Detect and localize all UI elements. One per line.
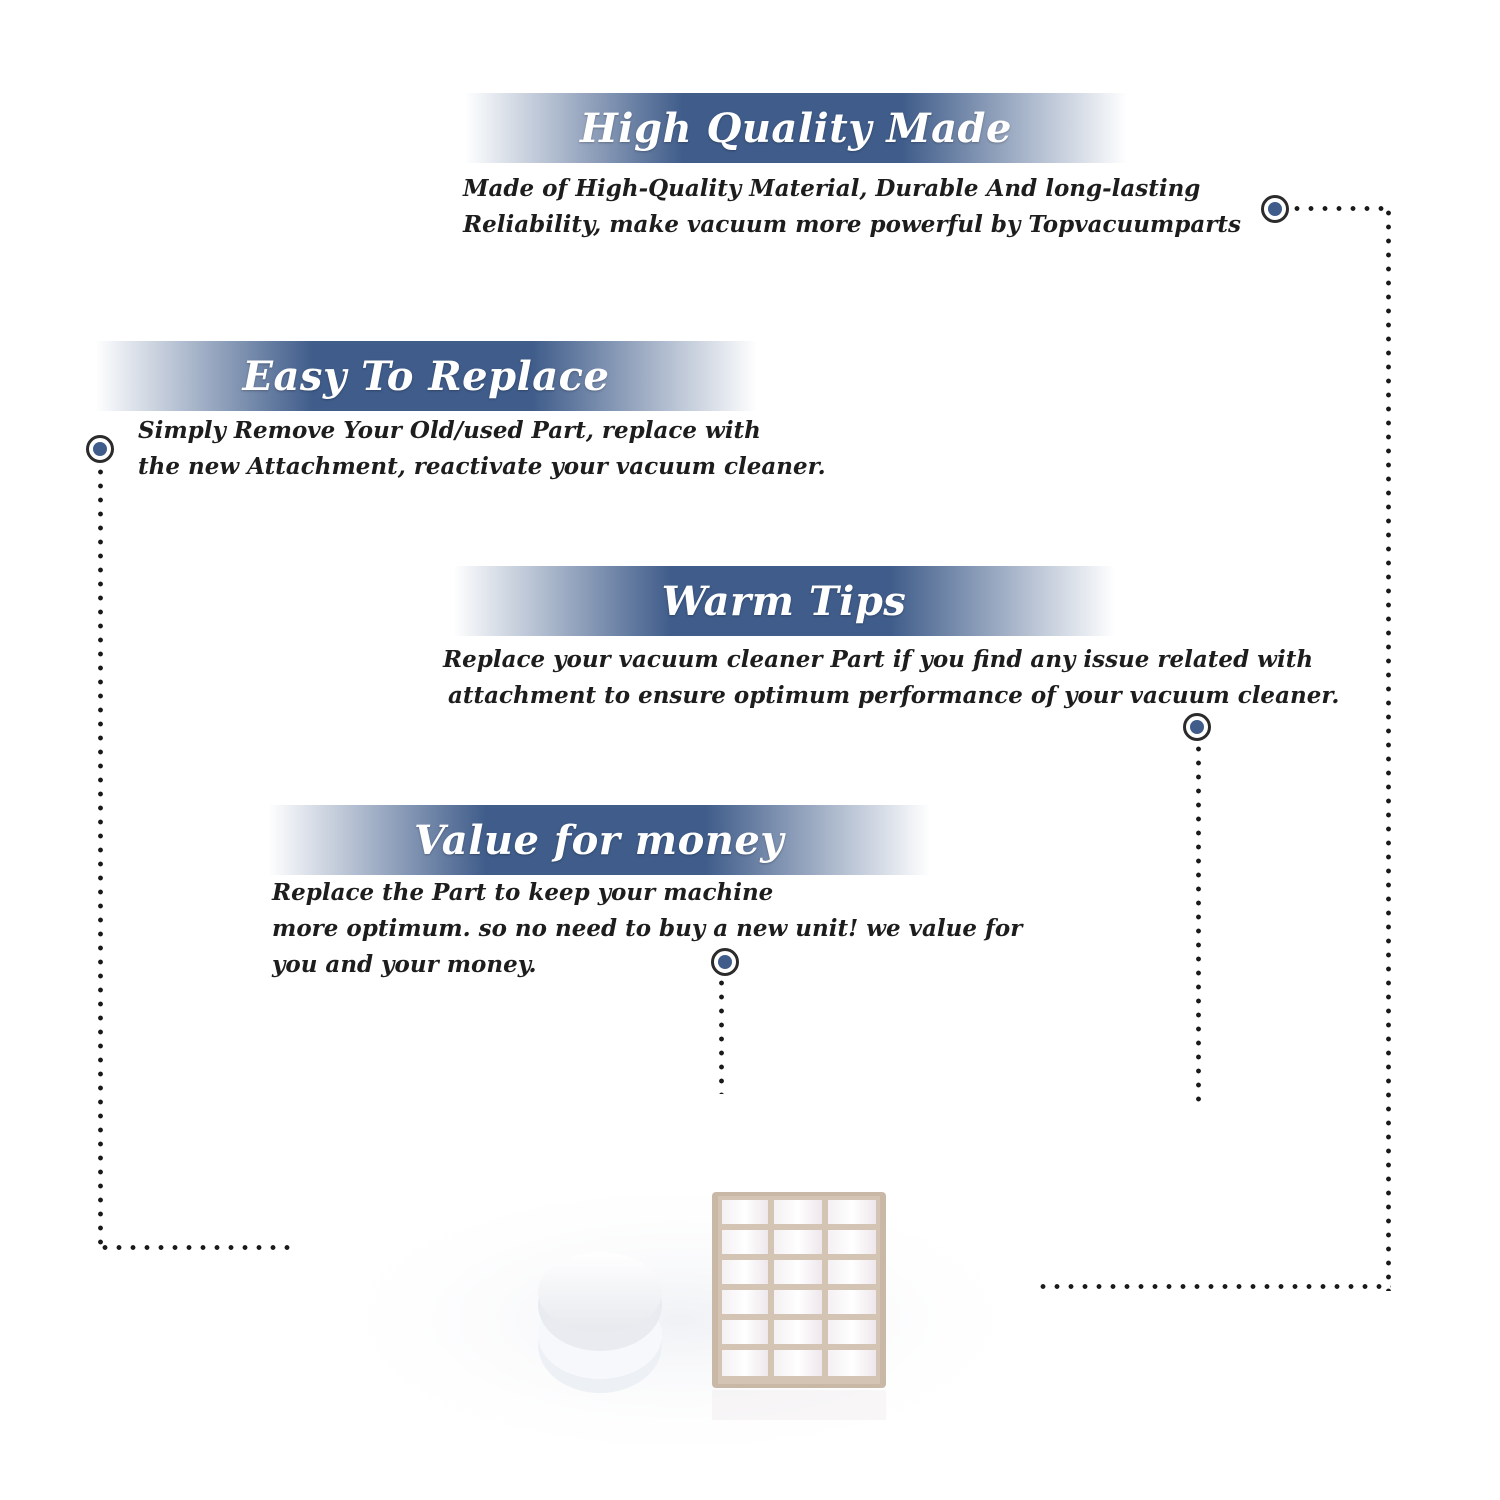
banner-easy-replace: Easy To Replace — [95, 341, 757, 411]
description-line: more optimum. so no need to buy a new un… — [272, 915, 1023, 942]
connector-line — [1036, 1284, 1391, 1289]
description-line: attachment to ensure optimum performance… — [448, 682, 1340, 709]
hepa-filter-icon — [712, 1192, 886, 1420]
connector-line — [1290, 206, 1390, 211]
circle-marker-icon — [1261, 195, 1289, 223]
banner-title-easy-replace: Easy To Replace — [242, 352, 610, 400]
banner-high-quality: High Quality Made — [465, 93, 1127, 163]
description-line: Made of High-Quality Material, Durable A… — [463, 175, 1201, 202]
foam-filter-icon — [538, 1252, 662, 1393]
description-value-money: Replace the Part to keep your machine mo… — [272, 875, 1022, 983]
connector-line — [1386, 206, 1391, 1291]
banner-value-money: Value for money — [268, 805, 930, 875]
description-warm-tips: Replace your vacuum cleaner Part if you … — [443, 642, 1339, 714]
connector-line — [719, 976, 724, 1094]
banner-title-warm-tips: Warm Tips — [661, 577, 907, 625]
description-line: Reliability, make vacuum more powerful b… — [463, 211, 1241, 238]
circle-marker-icon — [1183, 713, 1211, 741]
description-line: the new Attachment, reactivate your vacu… — [138, 453, 826, 480]
description-easy-replace: Simply Remove Your Old/used Part, replac… — [138, 413, 826, 485]
circle-marker-icon — [86, 435, 114, 463]
connector-line — [98, 1245, 298, 1250]
description-line: Replace your vacuum cleaner Part if you … — [443, 646, 1314, 673]
banner-warm-tips: Warm Tips — [453, 566, 1115, 636]
banner-title-value-money: Value for money — [413, 816, 785, 864]
description-line: you and your money. — [272, 951, 537, 978]
connector-line — [1196, 742, 1201, 1108]
description-high-quality: Made of High-Quality Material, Durable A… — [463, 171, 1241, 243]
connector-line — [98, 465, 103, 1253]
banner-title-high-quality: High Quality Made — [580, 104, 1012, 152]
circle-marker-icon — [711, 948, 739, 976]
description-line: Replace the Part to keep your machine — [272, 879, 774, 906]
description-line: Simply Remove Your Old/used Part, replac… — [138, 417, 761, 444]
